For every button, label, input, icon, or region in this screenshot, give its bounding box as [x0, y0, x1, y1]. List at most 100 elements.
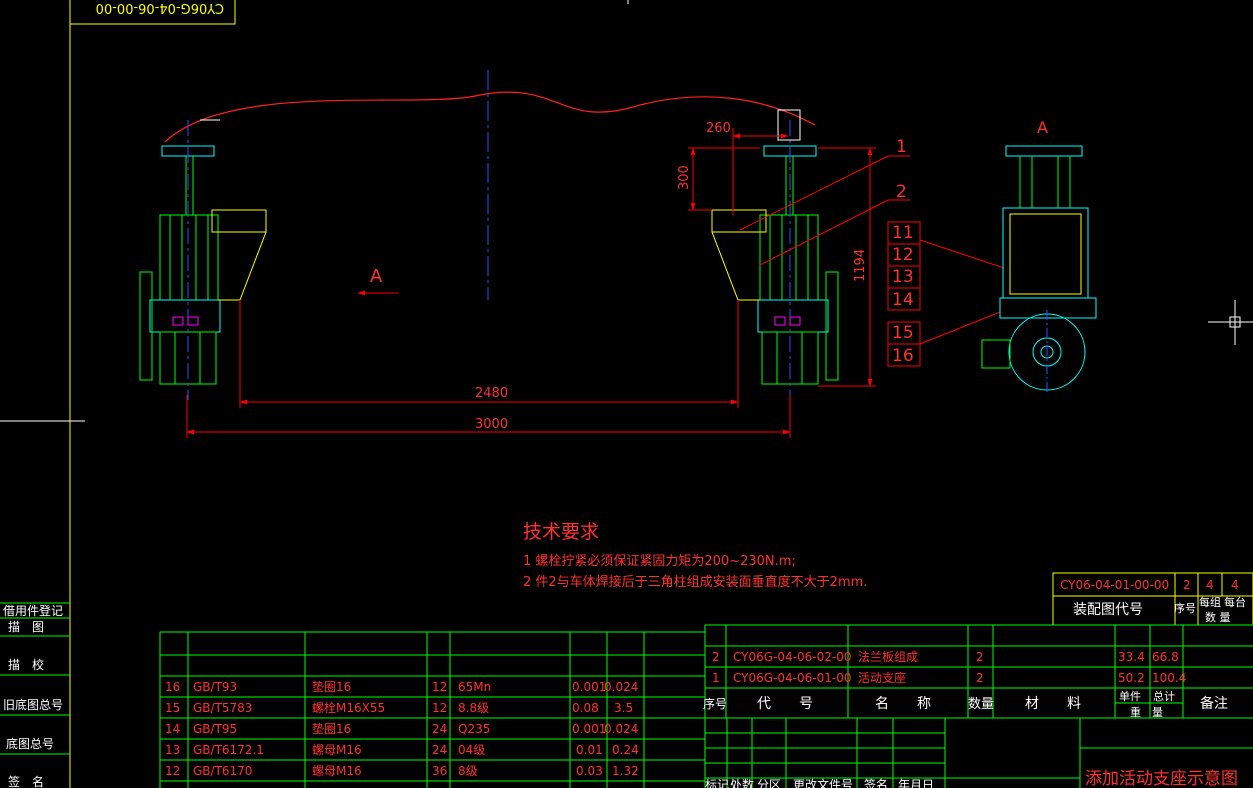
callout-13: 13 — [892, 267, 914, 287]
part-weight-total: 100.4 — [1152, 671, 1186, 685]
parts-row: 12 GB/T6170 螺母M16 36 8级 0.03 1.32 — [165, 764, 639, 778]
part-std: GB/T6172.1 — [193, 743, 264, 757]
assembly-per-vehicle: 4 — [1231, 578, 1239, 592]
dimension-lines — [186, 128, 876, 438]
part-mat: 04级 — [458, 743, 485, 757]
dimension-texts: 2480 3000 260 300 1194 — [475, 121, 868, 432]
title-block-grid — [705, 718, 1253, 788]
title-block-revision-labels: 标记 处数 分区 更改文件号 签名 年月日 — [705, 777, 934, 788]
parts-row: 1 CY06G-04-06-01-00 活动支座 2 50.2 100.4 — [712, 670, 1186, 685]
part-weight-unit: 0.001 — [572, 722, 606, 736]
margin-label-tracing: 描 图 — [8, 620, 44, 634]
part-mat: Q235 — [458, 722, 490, 736]
dim-2480: 2480 — [475, 386, 508, 401]
left-margin-labels: 借用件登记 描 图 描 校 旧底图总号 底图总号 签 名 — [3, 603, 63, 788]
part-weight-unit: 0.03 — [576, 764, 603, 778]
parts-row: 2 CY06G-04-06-02-00 法兰板组成 2 33.4 66.8 — [712, 650, 1179, 664]
part-no: 13 — [165, 743, 180, 757]
header-total-weight: 总计 — [1153, 689, 1175, 703]
section-arrow-label: A — [370, 266, 383, 287]
part-std: GB/T95 — [193, 722, 237, 736]
assembly-seq: 2 — [1183, 578, 1191, 592]
callout-11: 11 — [892, 223, 914, 243]
parts-row: 15 GB/T5783 螺栓M16X55 12 8.8级 0.08 3.5 — [165, 700, 633, 715]
part-qty: 12 — [432, 680, 447, 694]
dim-260: 260 — [706, 121, 731, 136]
margin-label-sign: 签 名 — [8, 774, 44, 788]
header-no: 序号 — [703, 696, 727, 711]
part-weight-unit: 50.2 — [1118, 671, 1145, 685]
part-name: 法兰板组成 — [858, 650, 918, 664]
part-std: GB/T5783 — [193, 701, 252, 715]
part-qty: 2 — [976, 671, 984, 685]
part-weight-total: 1.32 — [612, 764, 639, 778]
rev-col-mark: 标记 — [705, 778, 729, 788]
part-weight-unit: 33.4 — [1118, 650, 1145, 664]
callout-15: 15 — [892, 323, 914, 343]
parts-table-left-rows: 16 GB/T93 垫圈16 12 65Mn 0.001 0.024 15 GB… — [165, 679, 639, 778]
part-code: CY06G-04-06-02-00 — [733, 650, 851, 664]
left-margin-table — [0, 602, 70, 755]
parts-row: 13 GB/T6172.1 螺母M16 24 04级 0.01 0.24 — [165, 743, 639, 757]
header-code: 代 号 — [757, 696, 813, 712]
part-weight-unit: 0.001 — [572, 680, 606, 694]
rev-col-date: 年月日 — [898, 778, 934, 788]
assembly-seq-label: 序号 — [1174, 601, 1196, 615]
part-no: 16 — [165, 680, 180, 694]
part-name: 垫圈16 — [312, 721, 351, 736]
assembly-per-group: 4 — [1206, 578, 1214, 592]
part-qty: 2 — [976, 650, 984, 664]
part-name: 活动支座 — [858, 670, 906, 685]
side-view-a — [981, 145, 1097, 392]
assembly-qty-label1: 每组 — [1199, 595, 1221, 609]
part-weight-total: 0.024 — [604, 722, 638, 736]
rev-col-count: 处数 — [730, 777, 754, 788]
part-weight-total: 0.24 — [612, 743, 639, 757]
left-bolt-detail — [172, 316, 199, 326]
part-weight-total: 3.5 — [614, 701, 633, 715]
parts-table-left-grid — [159, 631, 705, 788]
part-qty: 24 — [432, 743, 447, 757]
part-code: CY06G-04-06-01-00 — [733, 671, 851, 685]
callout-1: 1 — [896, 137, 907, 157]
part-no: 15 — [165, 701, 180, 715]
part-std: GB/T93 — [193, 680, 237, 694]
title-code-box: CY06G-04-06-00-00 — [96, 0, 224, 15]
tech-requirement-1: 1 螺栓拧紧必须保证紧固力矩为200~230N.m; — [523, 554, 796, 569]
callout-12: 12 — [892, 245, 914, 265]
part-weight-unit: 0.08 — [572, 701, 599, 715]
dim-300: 300 — [677, 165, 692, 190]
callout-16: 16 — [892, 346, 914, 366]
part-mat: 65Mn — [458, 680, 491, 694]
part-no: 1 — [712, 671, 720, 685]
assembly-code-label: 装配图代号 — [1073, 602, 1143, 618]
callout-numbers: 1 2 11 12 13 14 15 16 — [892, 137, 914, 366]
right-bolt-detail — [774, 316, 801, 326]
part-qty: 36 — [432, 764, 447, 778]
assembly-code: CY06-04-01-00-00 — [1060, 578, 1169, 592]
part-weight-total: 0.024 — [604, 680, 638, 694]
callout-2: 2 — [896, 182, 907, 202]
part-std: GB/T6170 — [193, 764, 252, 778]
part-mat: 8.8级 — [458, 701, 489, 715]
header-name: 名 称 — [875, 696, 931, 712]
part-name: 螺母M16 — [312, 764, 362, 778]
parts-table-header: 序号 代 号 名 称 数量 材 料 单件 总计 重 量 备注 — [703, 689, 1228, 719]
view-a-label: A — [1037, 118, 1048, 137]
header-remark: 备注 — [1200, 695, 1228, 712]
tech-requirements-heading: 技术要求 — [523, 521, 599, 543]
part-mat: 8级 — [458, 764, 478, 778]
tech-requirement-2: 2 件2与车体焊接后于三角柱组成安装面垂直度不大于2mm. — [523, 574, 867, 590]
header-weight: 重 量 — [1130, 705, 1163, 719]
assembly-qty-label2: 每台 — [1224, 595, 1246, 609]
part-weight-unit: 0.01 — [576, 743, 603, 757]
part-qty: 24 — [432, 722, 447, 736]
left-support-assembly — [139, 119, 267, 400]
part-name: 螺母M16 — [312, 743, 362, 757]
part-name: 螺栓M16X55 — [312, 700, 385, 715]
part-qty: 12 — [432, 701, 447, 715]
part-no: 2 — [712, 650, 720, 664]
margin-label-borrowed: 借用件登记 — [3, 603, 63, 618]
parts-row: 14 GB/T95 垫圈16 24 Q235 0.001 0.024 — [165, 721, 638, 736]
